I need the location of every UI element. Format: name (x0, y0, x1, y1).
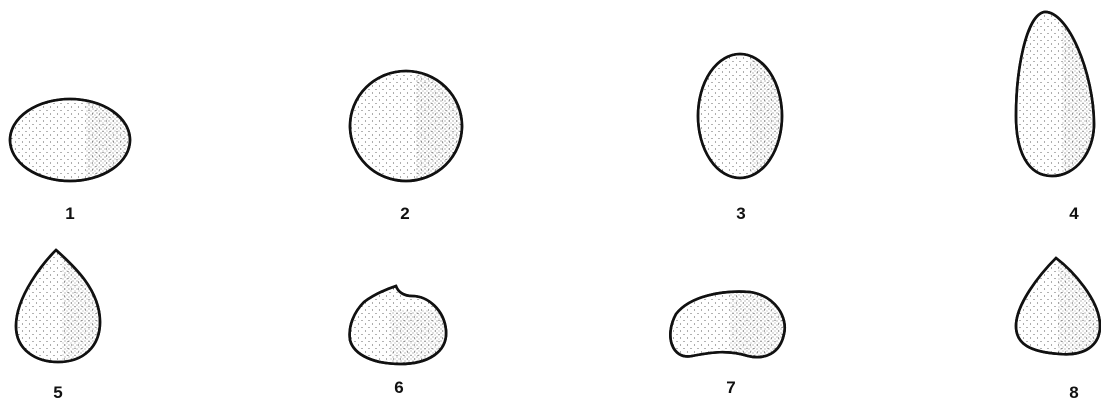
shape-4-label: 4 (1069, 204, 1079, 223)
shape-6-label: 6 (394, 378, 403, 397)
figure-6: 6 (348, 284, 448, 397)
shape-7-shading (730, 291, 785, 358)
figure-2: 2 (348, 69, 464, 223)
shape-3-label: 3 (736, 204, 745, 223)
shape-7-label: 7 (726, 378, 735, 397)
shape-1-label: 1 (65, 204, 74, 223)
shape-5-label: 5 (53, 383, 62, 402)
shape-8-label: 8 (1069, 383, 1078, 402)
shape-2-label: 2 (400, 204, 409, 223)
figure-3: 3 (696, 52, 784, 223)
figure-1: 1 (8, 97, 132, 223)
figure-7: 7 (669, 290, 787, 397)
figure-4: 4 (1014, 10, 1096, 223)
figure-5: 5 (14, 248, 102, 402)
figure-8: 8 (1014, 256, 1101, 402)
shape-6-shading (390, 310, 447, 364)
